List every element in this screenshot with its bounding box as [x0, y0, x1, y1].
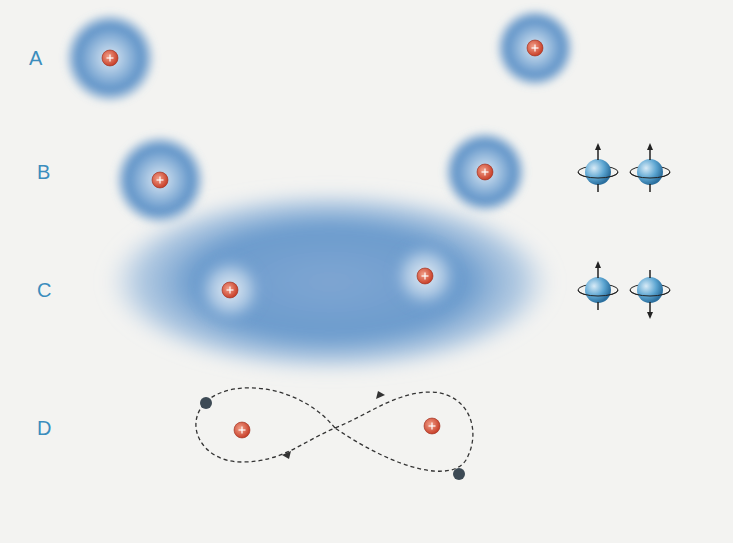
row-letter: D	[37, 418, 51, 438]
row-letter: B	[37, 162, 50, 182]
row-letter: A	[29, 48, 42, 68]
row-letter: C	[37, 280, 51, 300]
